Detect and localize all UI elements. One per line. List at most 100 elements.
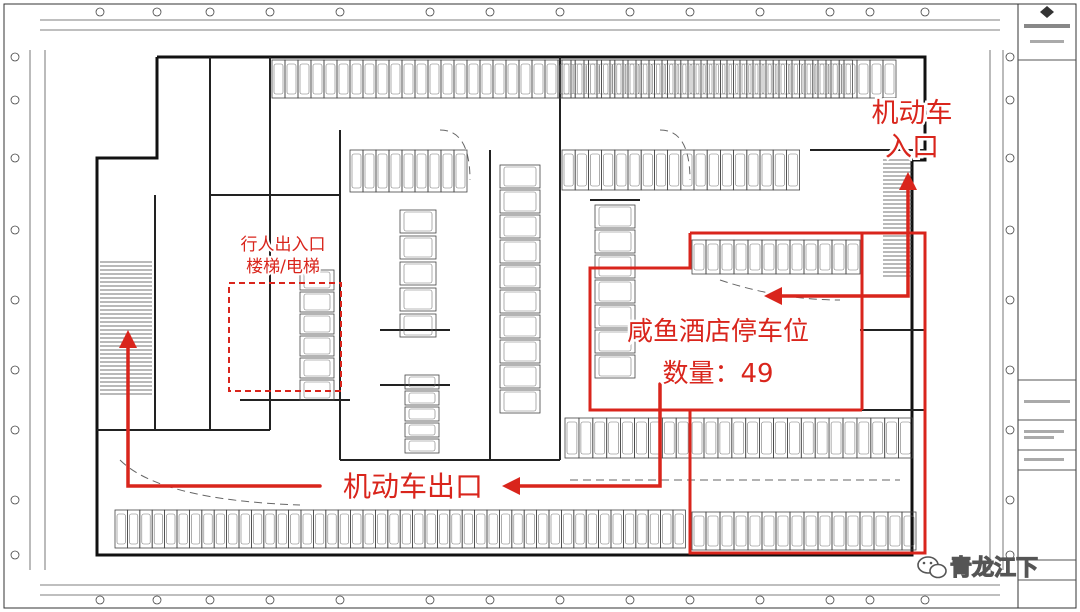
car-outline — [733, 421, 744, 455]
parking-stall — [399, 209, 437, 234]
car-outline — [481, 63, 492, 95]
car-outline — [203, 513, 213, 545]
car-outline — [656, 153, 666, 187]
car-outline — [748, 153, 759, 187]
car-outline — [608, 421, 619, 455]
car-outline — [303, 293, 331, 311]
car-outline — [215, 513, 225, 545]
car-outline — [689, 63, 700, 95]
car-outline — [598, 63, 609, 95]
parking-stall — [499, 189, 541, 214]
car-outline — [377, 153, 388, 189]
annotation-labels: 机动车入口 行人出入口楼梯/电梯 咸鱼酒店停车位数量：49 机动车出口 — [239, 96, 956, 507]
parking-stall — [898, 417, 913, 459]
driveway-lines — [119, 129, 900, 506]
car-outline — [819, 515, 831, 547]
car-outline — [735, 515, 747, 547]
car-outline — [872, 421, 883, 455]
parking-stall — [499, 214, 541, 239]
car-outline — [663, 421, 675, 455]
car-outline — [708, 153, 719, 187]
car-outline — [303, 337, 331, 355]
parking-stall — [299, 357, 335, 379]
car-outline — [364, 63, 375, 95]
car-outline — [590, 153, 600, 187]
car-outline — [780, 63, 791, 95]
parking-stall — [499, 289, 541, 314]
car-outline — [735, 243, 747, 271]
car-outline — [277, 513, 287, 545]
car-outline — [616, 63, 627, 95]
car-outline — [587, 513, 597, 545]
car-outline — [721, 243, 733, 271]
car-outline — [408, 440, 436, 452]
car-outline — [377, 63, 388, 95]
car-outline — [303, 271, 331, 289]
car-outline — [325, 63, 336, 95]
car-outline — [439, 513, 449, 545]
car-outline — [338, 63, 349, 95]
car-outline — [847, 243, 859, 271]
car-outline — [290, 513, 300, 545]
car-outline — [788, 63, 798, 95]
parking-stall — [499, 164, 541, 189]
car-outline — [390, 63, 401, 95]
parking-to-exit-arrow — [516, 382, 662, 488]
car-outline — [141, 513, 151, 545]
parking-stall — [453, 149, 468, 193]
car-outline — [559, 63, 570, 95]
parking-stall — [399, 235, 437, 260]
car-outline — [550, 513, 560, 545]
car-outline — [695, 63, 706, 95]
car-outline — [650, 63, 661, 95]
parking-stall — [404, 390, 440, 406]
parking-stall — [786, 149, 801, 191]
car-outline — [315, 513, 325, 545]
car-outline — [761, 153, 772, 187]
car-outline — [600, 513, 610, 545]
car-outline — [616, 153, 627, 187]
car-outline — [777, 515, 789, 547]
car-outline — [845, 63, 856, 95]
car-outline — [656, 63, 666, 95]
car-outline — [719, 421, 731, 455]
car-outline — [503, 241, 537, 262]
car-outline — [705, 421, 717, 455]
car-outline — [677, 421, 689, 455]
car-outline — [590, 63, 600, 95]
car-outline — [695, 153, 706, 187]
car-outline — [761, 421, 772, 455]
car-outline — [833, 515, 845, 547]
car-outline — [682, 153, 693, 187]
car-outline — [674, 513, 684, 545]
car-outline — [789, 421, 800, 455]
car-outline — [240, 513, 250, 545]
car-outline — [693, 515, 705, 547]
car-outline — [801, 63, 812, 95]
car-outline — [476, 513, 486, 545]
car-outline — [889, 515, 901, 547]
car-outline — [903, 515, 915, 547]
car-outline — [303, 315, 331, 333]
grid-axis-markers — [10, 7, 1015, 605]
parking-stall — [499, 389, 541, 414]
parking-stall — [399, 261, 437, 286]
car-outline — [563, 153, 574, 187]
parking-stall — [594, 279, 636, 304]
car-outline — [833, 243, 845, 271]
car-outline — [844, 421, 856, 455]
car-outline — [364, 153, 375, 189]
exit-label: 机动车出口 — [343, 470, 483, 503]
car-outline — [637, 513, 647, 545]
entrance-arrow — [778, 183, 910, 298]
parking-stall — [499, 264, 541, 289]
car-outline — [603, 153, 614, 187]
car-outline — [403, 315, 433, 336]
car-outline — [761, 63, 772, 95]
car-outline — [707, 243, 719, 271]
car-outline — [414, 513, 424, 545]
car-outline — [871, 63, 882, 95]
car-outline — [503, 341, 537, 362]
car-outline — [585, 63, 596, 95]
car-outline — [302, 513, 312, 545]
